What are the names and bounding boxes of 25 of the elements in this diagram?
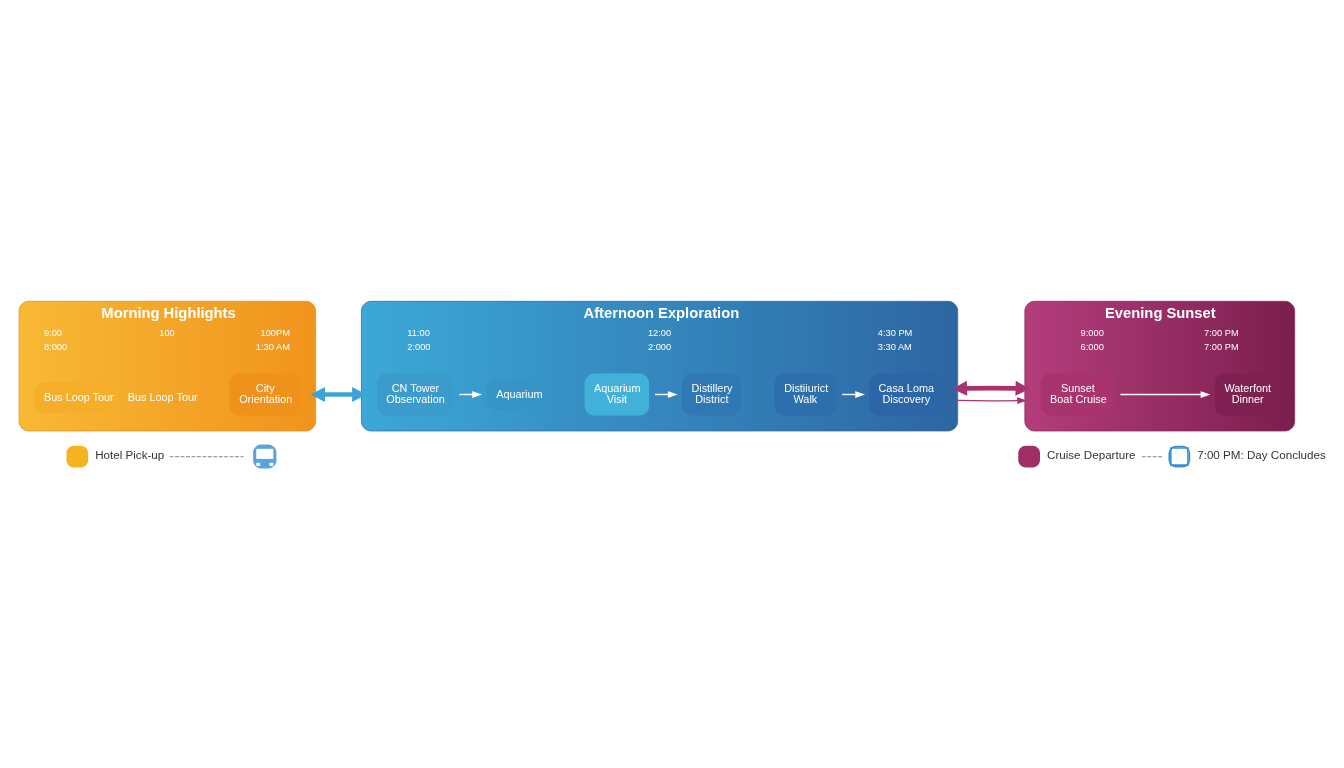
node-label: 3:30 AM bbox=[877, 342, 912, 353]
node-label: Cruise Departure bbox=[1046, 448, 1136, 462]
arrow bbox=[952, 380, 1030, 396]
node-label: 100PM bbox=[260, 327, 290, 338]
node-label: Hotel Pick-up bbox=[95, 448, 165, 462]
node-label: 7:00 PM: Day Concludes bbox=[1197, 448, 1326, 462]
node-label: 8:000 bbox=[43, 342, 68, 353]
node-label: 11:00 bbox=[407, 327, 430, 338]
node-label: 9:00 bbox=[43, 327, 63, 338]
node-label: 1:30 AM bbox=[255, 342, 290, 353]
node-label: 4:30 PM bbox=[877, 327, 913, 338]
arrow bbox=[957, 397, 1027, 405]
node-label: 7:00 PM bbox=[1204, 327, 1239, 338]
node-label: 7:00 PM bbox=[1204, 342, 1239, 353]
node-label: 12:00 bbox=[647, 327, 672, 338]
node-label: 100 bbox=[159, 327, 175, 338]
arrow bbox=[1119, 391, 1211, 398]
node-label: Bus Loop Tour bbox=[127, 390, 198, 403]
connector bbox=[169, 455, 245, 458]
node-label: 6:000 bbox=[1080, 342, 1104, 353]
node-box: Aquarium Visit bbox=[584, 373, 650, 416]
connector bbox=[1141, 455, 1164, 458]
node-label: 2:000 bbox=[647, 342, 672, 353]
node-label: 2:000 bbox=[407, 342, 431, 353]
node-label: 9:000 bbox=[1080, 327, 1104, 338]
